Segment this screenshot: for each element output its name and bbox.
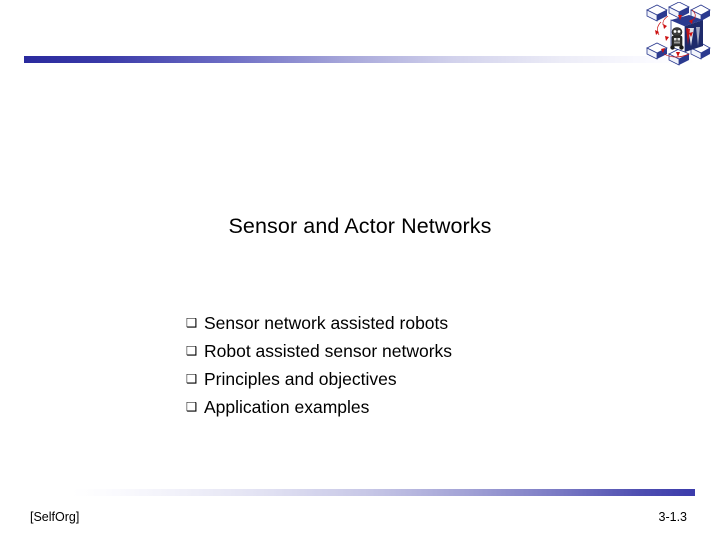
- list-item: ❑ Application examples: [186, 393, 606, 421]
- list-item-label: Robot assisted sensor networks: [204, 341, 453, 361]
- footer-source-label: [SelfOrg]: [30, 510, 80, 524]
- list-item: ❑ Robot assisted sensor networks: [186, 337, 606, 365]
- logo-signal-arrows: [655, 15, 693, 57]
- robot-in-sensor-grid-logo: [645, 2, 711, 66]
- list-item: ❑ Principles and objectives: [186, 365, 606, 393]
- list-item: ❑ Sensor network assisted robots: [186, 309, 606, 337]
- square-bullet-icon: ❑: [186, 315, 198, 330]
- list-item-label: Principles and objectives: [204, 369, 397, 389]
- bullet-list: ❑ Sensor network assisted robots ❑ Robot…: [186, 309, 606, 421]
- page-title: Sensor and Actor Networks: [228, 214, 492, 238]
- logo-robot-figure: [670, 27, 684, 50]
- square-bullet-icon: ❑: [186, 399, 198, 414]
- square-bullet-icon: ❑: [186, 343, 198, 358]
- square-bullet-icon: ❑: [186, 371, 198, 386]
- logo-signal-arcs: [657, 9, 696, 58]
- list-item-label: Application examples: [204, 397, 370, 417]
- logo-block-top-right: [690, 4, 711, 22]
- list-item-label: Sensor network assisted robots: [204, 313, 449, 333]
- logo-block-bottom-left: [646, 42, 668, 60]
- header-divider-rule: [24, 56, 696, 63]
- footer-divider-rule: [72, 489, 695, 496]
- logo-block-top-left: [646, 4, 668, 22]
- slide-number: 3-1.3: [658, 510, 688, 524]
